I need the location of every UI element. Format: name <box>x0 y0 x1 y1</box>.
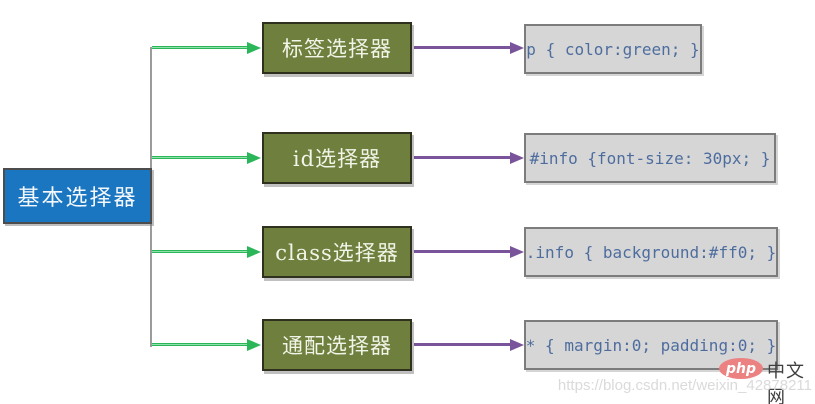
purple-arrow-line <box>414 46 511 49</box>
purple-arrowhead-icon <box>510 152 524 164</box>
node-label: 标签选择器 <box>282 37 392 61</box>
node-tag-selector: 标签选择器 <box>262 22 412 74</box>
green-arrow-line <box>152 46 247 49</box>
green-arrowhead-icon <box>247 246 261 258</box>
node-class-selector: class选择器 <box>262 226 412 278</box>
node-label: id选择器 <box>292 147 382 171</box>
green-arrowhead-icon <box>247 42 261 54</box>
green-arrowhead-icon <box>247 152 261 164</box>
purple-arrow-line <box>414 250 511 253</box>
green-arrow-line <box>152 343 247 346</box>
root-node-label: 基本选择器 <box>17 185 138 210</box>
purple-arrowhead-icon <box>510 339 524 351</box>
green-arrow-line <box>152 156 247 159</box>
green-arrowhead-icon <box>247 339 261 351</box>
purple-arrowhead-icon <box>510 246 524 258</box>
root-node-basic-selectors: 基本选择器 <box>3 168 152 224</box>
code-box-class-selector: .info { background:#ff0; } <box>524 227 778 277</box>
code-box-tag-selector: p { color:green; } <box>524 24 702 74</box>
code-text: #info {font-size: 30px; } <box>529 148 771 168</box>
node-id-selector: id选择器 <box>262 132 412 184</box>
node-universal-selector: 通配选择器 <box>262 319 412 371</box>
watermark-site-name: 中文网 <box>767 361 805 404</box>
node-label: class选择器 <box>275 241 399 265</box>
code-text: p { color:green; } <box>526 39 700 59</box>
code-text: .info { background:#ff0; } <box>525 242 777 262</box>
code-box-id-selector: #info {font-size: 30px; } <box>524 133 776 183</box>
green-arrow-line <box>152 250 247 253</box>
node-label: 通配选择器 <box>282 334 392 358</box>
watermark-url: https://blog.csdn.net/weixin_42878211 <box>557 377 812 394</box>
purple-arrow-line <box>414 343 511 346</box>
purple-arrowhead-icon <box>510 42 524 54</box>
php-logo-text: php <box>725 360 756 377</box>
purple-arrow-line <box>414 156 511 159</box>
code-text: * { margin:0; padding:0; } <box>525 335 777 355</box>
php-logo-icon: php <box>719 358 763 379</box>
